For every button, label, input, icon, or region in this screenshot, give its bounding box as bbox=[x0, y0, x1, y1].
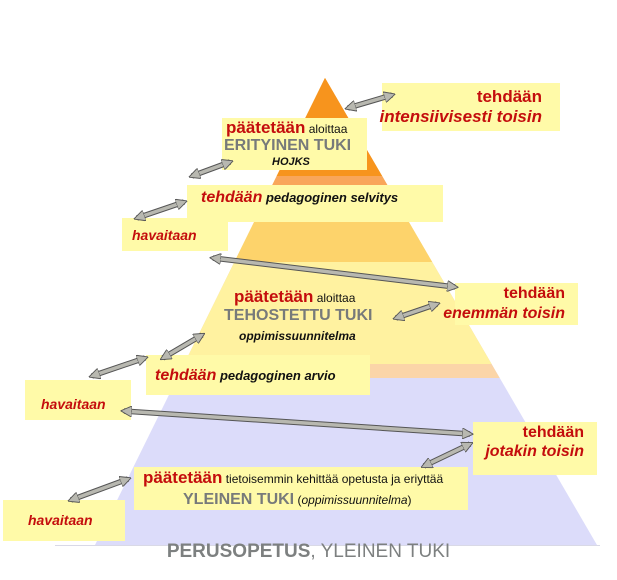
intensive-verb: tehdään bbox=[476, 87, 542, 106]
box-notice-top: havaitaan bbox=[122, 218, 228, 251]
more-differently-text: enemmän toisin bbox=[443, 305, 565, 322]
special-level: ERITYINEN TUKI bbox=[224, 137, 352, 154]
something-different-verb: tehdään bbox=[522, 424, 584, 441]
box-notice-mid: havaitaan bbox=[25, 380, 131, 420]
notice-bottom-text: havaitaan bbox=[28, 512, 93, 528]
ped-assessment-verb: tehdään bbox=[155, 367, 217, 384]
general-verb: päätetään bbox=[143, 468, 223, 487]
more-differently-verb: tehdään bbox=[503, 285, 565, 302]
intensified-level: TEHOSTETTU TUKI bbox=[224, 307, 373, 324]
intensified-decision: päätetään aloittaa bbox=[234, 287, 355, 307]
pyramid-baseline bbox=[55, 545, 600, 546]
ped-survey-rest: pedagoginen selvitys bbox=[262, 190, 399, 205]
ped-survey-text: tehdään pedagoginen selvitys bbox=[201, 189, 398, 207]
pyramid-title: PERUSOPETUS, YLEINEN TUKI bbox=[0, 541, 617, 563]
box-something-different: tehdään jotakin toisin bbox=[473, 422, 597, 475]
general-decision: päätetään tietoisemmin kehittää opetusta… bbox=[143, 468, 443, 488]
general-doc-close: ) bbox=[407, 493, 412, 507]
special-doc: HOJKS bbox=[272, 156, 310, 168]
intensified-rest: aloittaa bbox=[313, 291, 356, 305]
ped-survey-verb: tehdään bbox=[201, 189, 263, 206]
box-notice-bottom: havaitaan bbox=[3, 500, 125, 541]
box-pedagogical-survey: tehdään pedagoginen selvitys bbox=[187, 185, 443, 222]
notice-mid-text: havaitaan bbox=[41, 396, 106, 412]
intensive-text: intensiivisesti toisin bbox=[379, 107, 543, 126]
intensified-doc: oppimissuunnitelma bbox=[239, 329, 356, 343]
general-level-line: YLEINEN TUKI (oppimissuunnitelma) bbox=[183, 491, 412, 509]
general-level: YLEINEN TUKI bbox=[183, 491, 295, 508]
general-doc-open: ( bbox=[294, 493, 302, 507]
box-intensive: tehdään intensiivisesti toisin bbox=[379, 83, 560, 131]
ped-assessment-rest: pedagoginen arvio bbox=[216, 368, 336, 383]
notice-top-text: havaitaan bbox=[132, 227, 197, 243]
box-intensified-support: päätetään aloittaa TEHOSTETTU TUKI oppim… bbox=[222, 283, 422, 345]
general-rest: tietoisemmin kehittää opetusta ja eriytt… bbox=[222, 472, 444, 486]
box-more-differently: tehdään enemmän toisin bbox=[443, 283, 578, 325]
box-pedagogical-assessment: tehdään pedagoginen arvio bbox=[146, 355, 370, 395]
box-special-support: päätetään aloittaa ERITYINEN TUKI HOJKS bbox=[222, 118, 367, 170]
special-rest: aloittaa bbox=[305, 122, 348, 136]
intensified-verb: päätetään bbox=[234, 287, 314, 306]
something-different-text: jotakin toisin bbox=[485, 443, 584, 460]
box-general-support: päätetään tietoisemmin kehittää opetusta… bbox=[134, 467, 468, 510]
special-decision: päätetään aloittaa bbox=[226, 118, 347, 138]
pyramid-title-rest: , YLEINEN TUKI bbox=[310, 541, 451, 562]
general-doc: oppimissuunnitelma bbox=[301, 493, 408, 507]
ped-assessment-text: tehdään pedagoginen arvio bbox=[155, 367, 336, 385]
pyramid-title-bold: PERUSOPETUS bbox=[166, 541, 311, 562]
special-verb: päätetään bbox=[226, 118, 306, 137]
